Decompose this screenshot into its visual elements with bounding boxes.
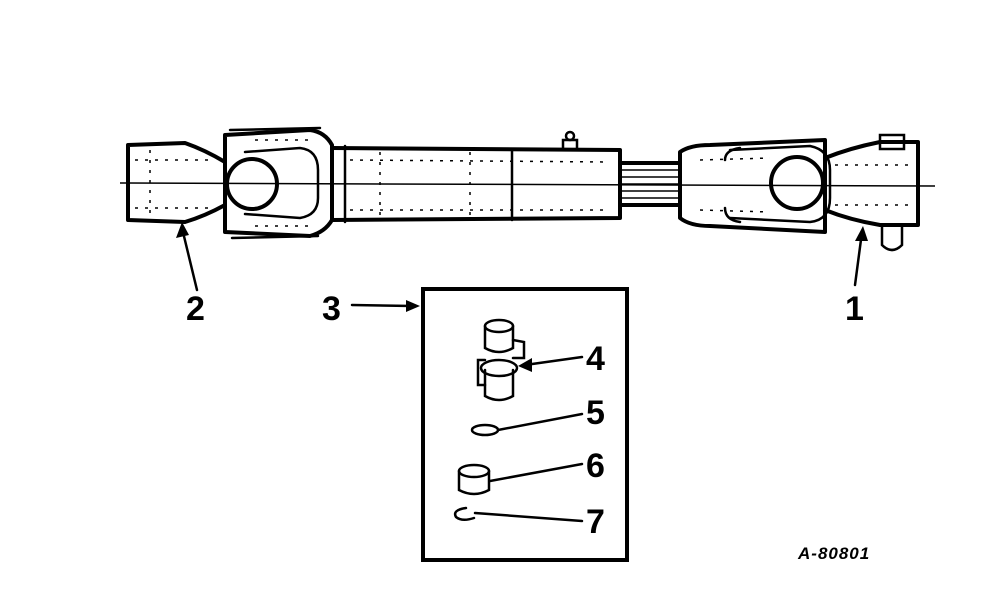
arrow-head-2 bbox=[176, 222, 189, 238]
callout-6: 6 bbox=[586, 447, 605, 485]
callout-5: 5 bbox=[586, 394, 605, 432]
callout-arrows bbox=[176, 222, 868, 312]
callout-4: 4 bbox=[586, 340, 605, 378]
callout-1: 1 bbox=[845, 290, 864, 328]
callout-labels: 2 1 3 4 5 6 7 bbox=[186, 290, 864, 541]
center-axis-line bbox=[119, 182, 936, 187]
arrow-head-3 bbox=[406, 300, 420, 312]
cross-bearing-part bbox=[476, 318, 526, 402]
arrow-head-4 bbox=[518, 358, 532, 372]
leader-line-3 bbox=[350, 303, 414, 308]
inner-shaft bbox=[618, 161, 682, 207]
left-universal-joint bbox=[223, 126, 334, 240]
leader-line-7 bbox=[473, 511, 584, 523]
arrow-head-1 bbox=[855, 226, 868, 241]
bearing-cup-part bbox=[457, 463, 491, 496]
right-universal-joint bbox=[678, 138, 832, 234]
leader-line-4 bbox=[523, 355, 584, 367]
outer-tube bbox=[330, 130, 622, 224]
retainer-part bbox=[453, 506, 476, 521]
callout-3: 3 bbox=[322, 290, 341, 328]
drive-shaft-assembly bbox=[119, 126, 936, 252]
parts-kit-inset bbox=[421, 287, 629, 562]
leader-line-2 bbox=[180, 226, 199, 292]
inset-frame bbox=[421, 287, 629, 562]
right-yoke bbox=[823, 133, 920, 252]
callout-7: 7 bbox=[586, 503, 605, 541]
callout-2: 2 bbox=[186, 290, 205, 328]
figure-code: A-80801 bbox=[797, 544, 870, 563]
leader-line-5 bbox=[496, 412, 584, 432]
snap-ring-part bbox=[470, 423, 500, 437]
leader-line-6 bbox=[488, 462, 584, 483]
